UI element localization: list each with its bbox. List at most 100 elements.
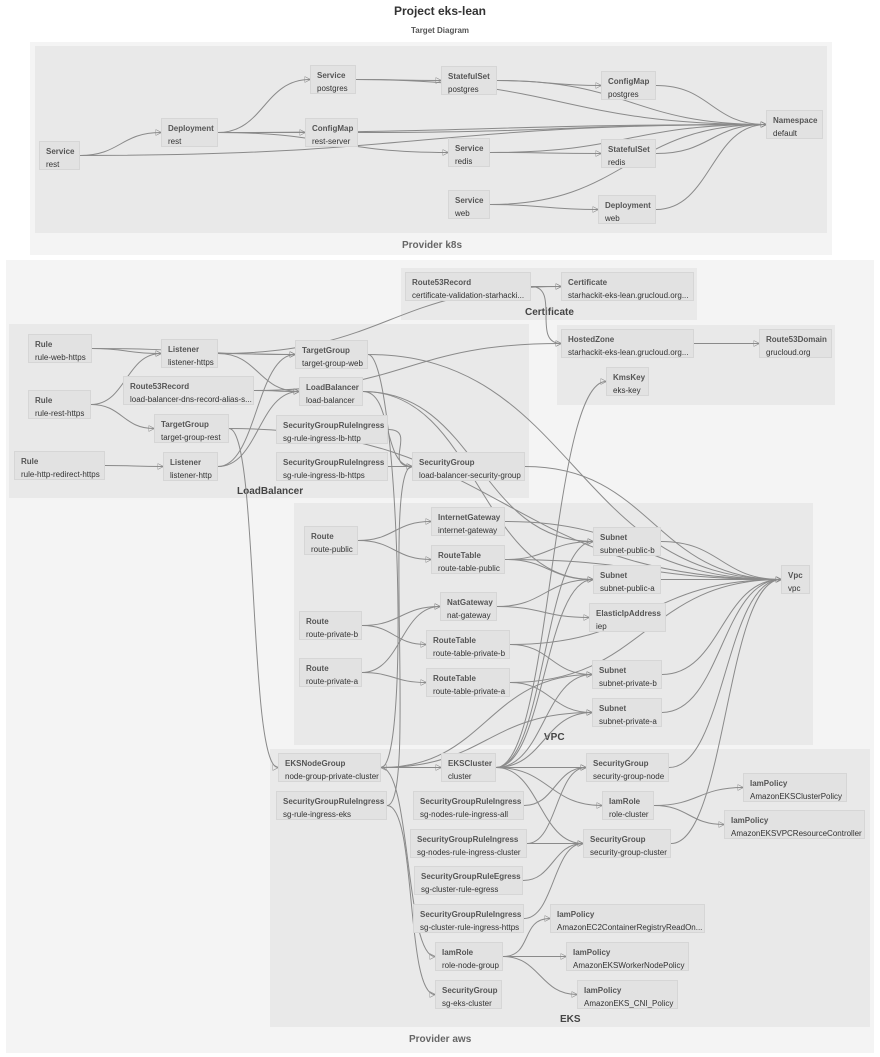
edge-sg_lb-to-vpc [524,466,781,580]
node-type: KmsKey [613,373,646,382]
node-statefulset-redis[interactable]: StatefulSet redis [601,139,656,168]
edge-eks_nodegroup-to-subnet_private_a [380,713,592,768]
node-name: nat-gateway [447,611,491,620]
node-name: redis [608,158,626,167]
node-name: sg-cluster-rule-egress [421,885,499,894]
node-type: StatefulSet [608,145,650,154]
edge-loadbalancer-to-subnet_public_a [362,391,593,580]
node-name: default [773,129,798,138]
node-sgr-nodes-all[interactable]: SecurityGroupRuleIngress sg-nodes-rule-in… [413,791,524,820]
node-name: sg-nodes-rule-ingress-cluster [417,848,521,857]
edge-routetable_private_b-to-subnet_private_b [509,644,592,675]
node-sg-node[interactable]: SecurityGroup security-group-node [586,753,669,782]
node-name: sg-nodes-rule-ingress-all [420,810,509,819]
edge-k8s_statefulset_postgres-to-k8s_namespace_default [496,80,766,125]
node-type: Rule [35,340,53,349]
node-name: rest-server [312,137,351,146]
node-type: SecurityGroupRuleIngress [420,910,522,919]
node-type: ConfigMap [608,77,650,86]
node-name: web [605,214,620,223]
node-name: iep [596,622,607,631]
edge-eks_cluster-to-subnet_public_b [495,542,593,768]
node-type: InternetGateway [438,513,501,522]
edge-route_private_a-to-natgateway [361,607,440,673]
node-name: subnet-public-b [600,546,655,555]
edge-natgateway-to-elasticip [496,606,589,618]
node-type: RouteTable [433,636,476,645]
node-name: load-balancer-dns-record-alias-s... [130,395,252,404]
node-name: rest [168,137,182,146]
node-type: SecurityGroup [593,759,649,768]
node-type: SecurityGroupRuleIngress [420,797,522,806]
edge-subnet_private_b-to-vpc [661,580,781,675]
node-type: Vpc [788,571,803,580]
node-name: route-private-b [306,630,359,639]
node-type: ElasticIpAddress [596,609,661,618]
cluster-label-loadbalancer: LoadBalancer [237,486,304,497]
edge-subnet_private_a-to-vpc [661,580,781,713]
node-name: security-group-node [593,772,665,781]
node-type: IamPolicy [584,986,622,995]
node-type: RouteTable [438,551,481,560]
node-elasticip[interactable]: ElasticIpAddress iep [589,603,666,632]
node-name: web [455,209,470,218]
node-type: Subnet [599,666,627,675]
diagram-title: Project eks-lean [393,4,487,18]
